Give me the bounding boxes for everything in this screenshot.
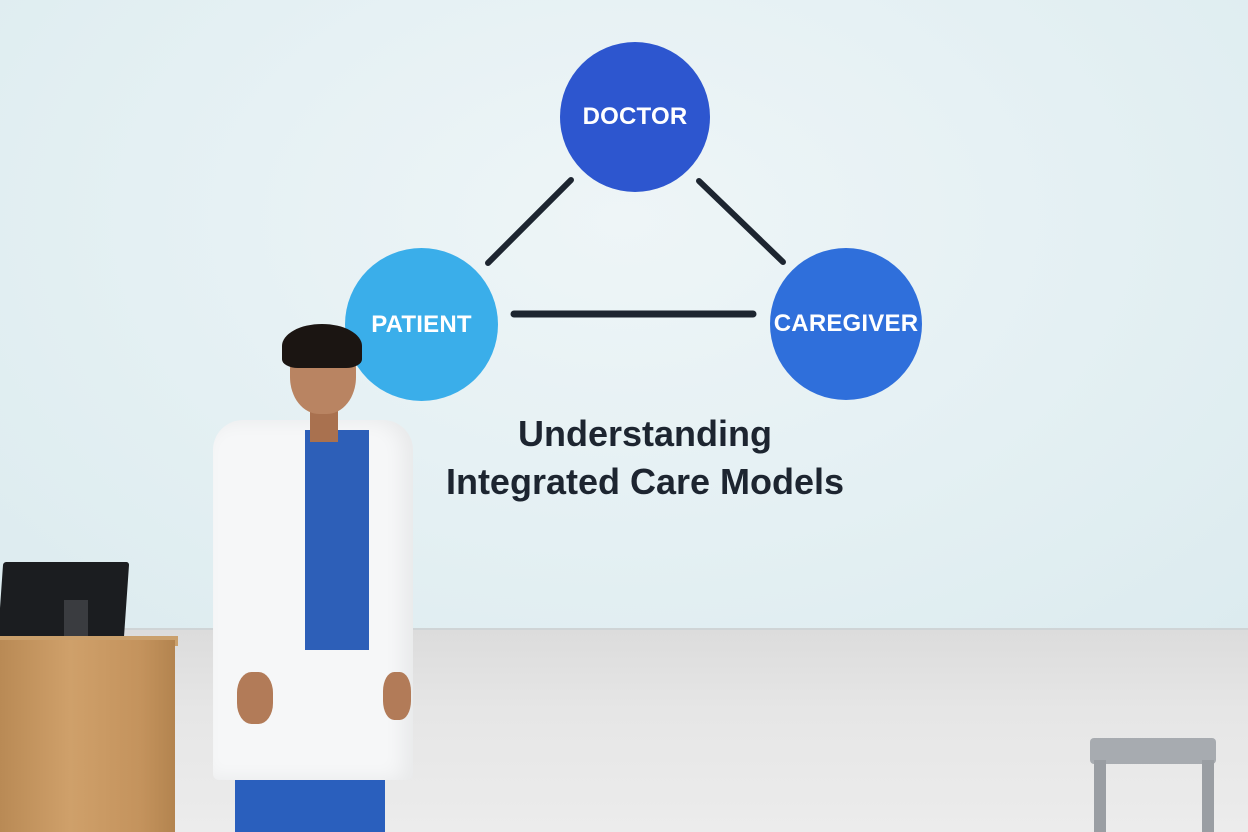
slide-title-line1: Understanding: [517, 413, 772, 454]
right-hand: [383, 672, 411, 720]
node-patient-label: PATIENT: [371, 310, 472, 338]
stool-leg-left: [1094, 760, 1106, 832]
node-doctor: DOCTOR: [560, 42, 710, 192]
node-caregiver-label: CAREGIVER: [773, 310, 919, 337]
wooden-podium: [0, 640, 175, 832]
node-caregiver: CAREGIVER: [770, 248, 922, 400]
stool-seat: [1090, 738, 1216, 764]
node-patient: PATIENT: [345, 248, 498, 401]
hair: [282, 324, 362, 368]
edge-doctor-caregiver: [696, 178, 786, 265]
presenter: [205, 320, 425, 832]
stage-wall: [0, 630, 1248, 832]
slide-title-line2: Integrated Care Models: [445, 461, 845, 502]
diagram-edges: [485, 177, 786, 318]
node-doctor-label: DOCTOR: [582, 103, 688, 130]
edge-doctor-patient: [485, 177, 574, 266]
left-hand: [237, 672, 273, 724]
stool-leg-right: [1202, 760, 1214, 832]
slide-title: Understanding Integrated Care Models: [440, 410, 850, 506]
scrub-top: [305, 430, 369, 650]
